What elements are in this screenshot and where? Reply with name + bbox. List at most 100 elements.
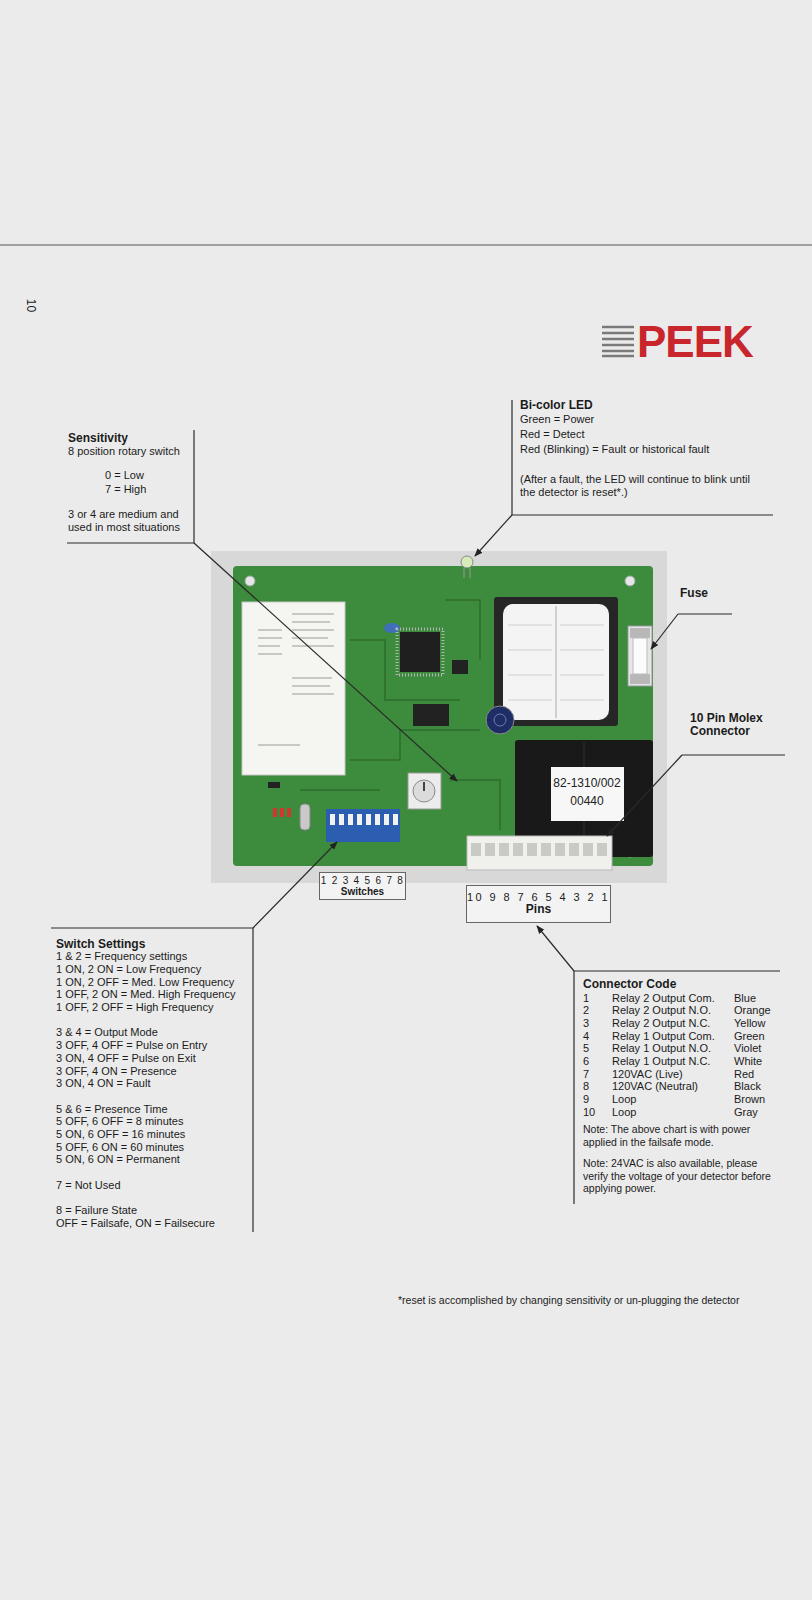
switch-setting: 1 ON, 2 ON = Low Frequency — [56, 963, 201, 976]
callout-rule — [511, 400, 512, 515]
fuse-cap — [630, 628, 650, 638]
microcontroller-chip — [400, 632, 440, 672]
dip-lever — [366, 814, 371, 825]
part-number: 82-1310/002 — [547, 777, 627, 790]
logo-stripe — [602, 344, 634, 347]
molex-connector — [467, 836, 612, 870]
switch-setting: 5 ON, 6 ON = Permanent — [56, 1153, 180, 1166]
pin-number: 8 — [583, 1080, 589, 1093]
callout-text: Red (Blinking) = Fault or historical fau… — [520, 443, 709, 456]
callout-text: 0 = Low — [105, 469, 144, 482]
rotary-pointer — [423, 782, 425, 791]
connector-slot — [583, 843, 593, 856]
logo-stripe — [602, 326, 634, 329]
leader-line — [475, 515, 512, 556]
rotary-dial — [413, 780, 435, 802]
wire-color: Violet — [734, 1042, 761, 1055]
callout-rule — [682, 754, 785, 755]
logo-stripe — [602, 338, 634, 341]
wire-function: 120VAC (Live) — [612, 1068, 683, 1081]
wire-function: Relay 2 Output N.C. — [612, 1017, 710, 1030]
pin-number: 10 — [583, 1106, 595, 1119]
callout-text: 7 = High — [105, 483, 146, 496]
relay-module-label — [242, 602, 345, 775]
part-number: 00440 — [547, 795, 627, 808]
wire-color: Yellow — [734, 1017, 765, 1030]
switch-setting: 5 & 6 = Presence Time — [56, 1103, 168, 1116]
wire-function: Relay 1 Output N.O. — [612, 1042, 711, 1055]
wire-color: Red — [734, 1068, 754, 1081]
callout-rule — [193, 430, 194, 543]
wire-color: Blue — [734, 992, 756, 1005]
switch-setting: 3 ON, 4 ON = Fault — [56, 1077, 150, 1090]
dip-lever — [330, 814, 335, 825]
switch-setting: 1 & 2 = Frequency settings — [56, 950, 187, 963]
callout-rule — [51, 927, 253, 928]
number-row: 10 9 8 7 6 5 4 3 2 1 — [467, 891, 610, 904]
leader-line — [537, 926, 574, 971]
wire-function: Relay 1 Output Com. — [612, 1030, 715, 1043]
callout-note: (After a fault, the LED will continue to… — [520, 473, 768, 499]
dip-switch — [326, 809, 400, 842]
callout-rule — [512, 514, 773, 515]
chip-pins — [397, 629, 443, 675]
leader-line — [607, 755, 682, 836]
electrolytic-capacitor — [486, 706, 514, 734]
header-rule — [0, 245, 812, 246]
switch-setting: OFF = Failsafe, ON = Failsecure — [56, 1217, 215, 1230]
switch-setting: 5 OFF, 6 OFF = 8 minutes — [56, 1115, 183, 1128]
fuse-cap — [630, 674, 650, 684]
trace — [350, 730, 480, 760]
pin-number: 2 — [583, 1004, 589, 1017]
logo-stripe — [602, 350, 634, 353]
dip-lever — [348, 814, 353, 825]
mounting-hole — [245, 576, 255, 586]
coil-rib — [508, 675, 552, 676]
pin-number: 4 — [583, 1030, 589, 1043]
pin-number: 9 — [583, 1093, 589, 1106]
callout-leaders — [51, 400, 785, 1232]
coil-rib — [508, 700, 552, 701]
number-row: 1 2 3 4 5 6 7 8 — [321, 875, 404, 887]
box-caption: Pins — [526, 903, 551, 917]
mounting-hole — [625, 576, 635, 586]
ic-chip — [452, 660, 468, 674]
print-line — [258, 654, 282, 655]
pin-number: 7 — [583, 1068, 589, 1081]
connector-slots — [471, 843, 607, 856]
trace — [445, 600, 480, 660]
wire-function: Loop — [612, 1106, 636, 1119]
connector-slot — [513, 843, 523, 856]
pin-number: 3 — [583, 1017, 589, 1030]
callout-rule — [573, 971, 574, 1204]
print-line — [292, 630, 334, 631]
leader-line — [651, 614, 678, 649]
logo-stripe — [602, 332, 634, 335]
dip-lever — [393, 814, 398, 825]
fuse-holder — [628, 626, 652, 686]
led-leg — [464, 568, 465, 578]
callout-text: Red = Detect — [520, 428, 585, 441]
label-print — [258, 614, 334, 745]
callout-rule — [67, 542, 194, 543]
callout-rule — [678, 613, 732, 614]
switch-setting: 5 ON, 6 OFF = 16 minutes — [56, 1128, 185, 1141]
table-note: Note: 24VAC is also available, please ve… — [583, 1157, 783, 1195]
print-line — [292, 678, 332, 679]
wire-color: Orange — [734, 1004, 771, 1017]
switch-setting: 1 OFF, 2 OFF = High Frequency — [56, 1001, 213, 1014]
wire-function: Relay 2 Output Com. — [612, 992, 715, 1005]
resistor — [280, 808, 284, 817]
print-line — [292, 638, 328, 639]
pin-number: 6 — [583, 1055, 589, 1068]
table-note: Note: The above chart is with power appl… — [583, 1123, 783, 1148]
wire-color: Brown — [734, 1093, 765, 1106]
callout-text: 8 position rotary switch — [68, 445, 180, 458]
leader-line — [194, 543, 457, 781]
connector-slot — [541, 843, 551, 856]
bicolor-led — [461, 556, 473, 568]
switch-setting: 1 ON, 2 OFF = Med. Low Frequency — [56, 976, 234, 989]
coil-rib — [508, 625, 552, 626]
coil-rib — [560, 675, 604, 676]
